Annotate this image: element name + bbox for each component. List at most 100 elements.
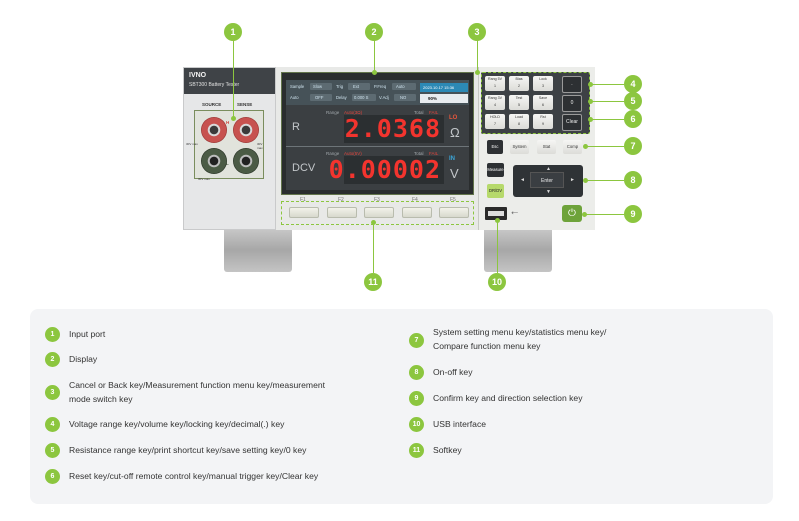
input-port-area: SOURCE SENSE H L 30V max 30V max 30V max bbox=[186, 102, 264, 181]
sample-label: Sample bbox=[290, 84, 305, 89]
volt-unit: V bbox=[450, 166, 459, 181]
ohm-unit: Ω bbox=[450, 125, 460, 140]
lo-flag: LO bbox=[449, 115, 458, 121]
legend-text-3a: Cancel or Back key/Measurement function … bbox=[69, 380, 326, 390]
usb-port[interactable] bbox=[485, 207, 507, 220]
callout-8: 8 bbox=[624, 171, 642, 189]
legend-text-4: Voltage range key/volume key/locking key… bbox=[69, 419, 285, 429]
drdcv-key[interactable]: DR/DV bbox=[487, 184, 504, 198]
power-button[interactable]: ⏻ bbox=[562, 205, 582, 222]
source-rating: 30V max bbox=[186, 142, 198, 146]
input-panel: IVNO SBT300 Battery Tester SOURCE SENSE … bbox=[183, 67, 276, 230]
auto-label: Auto bbox=[290, 95, 299, 100]
trig-value: Ext bbox=[353, 84, 360, 89]
softkey-f5[interactable] bbox=[439, 207, 469, 218]
sense-label: SENSE bbox=[237, 102, 253, 107]
reading-box: 0.00002 bbox=[329, 156, 444, 184]
esc-key[interactable]: Esc bbox=[487, 140, 503, 154]
legend-text-3b: mode switch key bbox=[69, 394, 133, 404]
vadj-value: NO bbox=[400, 95, 407, 100]
left-leg bbox=[224, 228, 292, 272]
legend-text-10: USB interface bbox=[433, 419, 487, 429]
legend-text-1: Input port bbox=[69, 329, 106, 339]
softkey-area bbox=[281, 201, 474, 225]
softkey-f4[interactable] bbox=[402, 207, 432, 218]
stat-key[interactable]: Stat bbox=[537, 140, 556, 154]
sense-hi-jack[interactable] bbox=[233, 117, 259, 143]
legend-num-3: 3 bbox=[45, 385, 60, 400]
hi-label: H bbox=[226, 120, 230, 125]
enter-key[interactable]: Enter bbox=[530, 172, 564, 188]
key-0[interactable]: 0 bbox=[562, 95, 582, 112]
source-lo-jack[interactable] bbox=[201, 148, 227, 174]
range-label: Range bbox=[326, 110, 340, 115]
softkey-label-f1: F1 bbox=[300, 197, 306, 203]
resistance-reading: 2.0368 bbox=[344, 114, 441, 143]
vadj-label: V.Adj bbox=[379, 95, 389, 100]
percent-indicator: 90% bbox=[420, 94, 468, 103]
legend-text-5: Resistance range key/print shortcut key/… bbox=[69, 445, 307, 455]
delay-value: 0.000 S bbox=[354, 95, 369, 100]
sample-value: Slow bbox=[313, 84, 323, 89]
legend-text-2: Display bbox=[69, 354, 98, 364]
legend-num-5: 5 bbox=[45, 443, 60, 458]
function-name: R bbox=[292, 121, 300, 133]
sense-lo-jack[interactable] bbox=[233, 148, 259, 174]
pfreq-value: Auto bbox=[396, 84, 405, 89]
legend-num-7: 7 bbox=[409, 333, 424, 348]
legend-num-11: 11 bbox=[409, 443, 424, 458]
key-decimal[interactable]: . bbox=[562, 76, 582, 93]
callout-11: 11 bbox=[364, 273, 382, 291]
legend-text-9: Confirm key and direction selection key bbox=[433, 393, 583, 403]
callout-6: 6 bbox=[624, 110, 642, 128]
brand-logo: IVNO bbox=[189, 72, 207, 79]
reading-box: 2.0368 bbox=[344, 115, 444, 143]
callout-2: 2 bbox=[365, 23, 383, 41]
down-arrow-icon[interactable]: ▼ bbox=[546, 189, 551, 195]
legend-num-2: 2 bbox=[45, 352, 60, 367]
function-name: DCV bbox=[292, 162, 316, 174]
legend-text-7a: System setting menu key/statistics menu … bbox=[433, 327, 607, 337]
range-value: Auto(5V) bbox=[344, 151, 362, 156]
softkey-f1[interactable] bbox=[289, 207, 319, 218]
model-name: SBT300 Battery Tester bbox=[189, 82, 240, 88]
brand-bar: IVNO SBT300 Battery Tester bbox=[184, 68, 275, 94]
right-arrow-icon[interactable]: ► bbox=[570, 177, 575, 183]
resistance-row: Range Auto(3Ω) Total FAIL R 2.0368 LO Ω bbox=[286, 107, 469, 147]
lo-label: L bbox=[226, 161, 229, 166]
voltage-row: Range Auto(5V) Total FAIL DCV 0.00002 IN… bbox=[286, 148, 469, 188]
clear-key[interactable]: Clear bbox=[562, 114, 582, 131]
left-arrow-icon[interactable]: ◄ bbox=[520, 177, 525, 183]
callout-9: 9 bbox=[624, 205, 642, 223]
softkey-f3[interactable] bbox=[364, 207, 394, 218]
range-label: Range bbox=[326, 151, 340, 156]
system-key[interactable]: System bbox=[510, 140, 529, 154]
total-value: FAIL bbox=[429, 110, 439, 115]
softkey-f2[interactable] bbox=[327, 207, 357, 218]
right-leg bbox=[484, 228, 552, 272]
softkey-label-f5: F5 bbox=[450, 197, 456, 203]
date-time: 2023.10.17 15:36 bbox=[420, 83, 468, 92]
total-label: Total bbox=[414, 110, 424, 115]
source-label: SOURCE bbox=[202, 102, 222, 107]
up-arrow-icon[interactable]: ▲ bbox=[546, 166, 551, 172]
source-hi-jack[interactable] bbox=[201, 117, 227, 143]
legend-text-6: Reset key/cut-off remote control key/man… bbox=[69, 471, 319, 481]
comp-key[interactable]: Comp bbox=[563, 140, 582, 154]
pfreq-label: P.Freq bbox=[374, 84, 387, 89]
measure-key[interactable]: Measure bbox=[487, 163, 504, 177]
legend-num-1: 1 bbox=[45, 327, 60, 342]
legend-text-11: Softkey bbox=[433, 445, 462, 455]
callout-1: 1 bbox=[224, 23, 242, 41]
status-bar: Sample Slow Trig Ext P.Freq Auto 2023.10… bbox=[286, 80, 469, 105]
